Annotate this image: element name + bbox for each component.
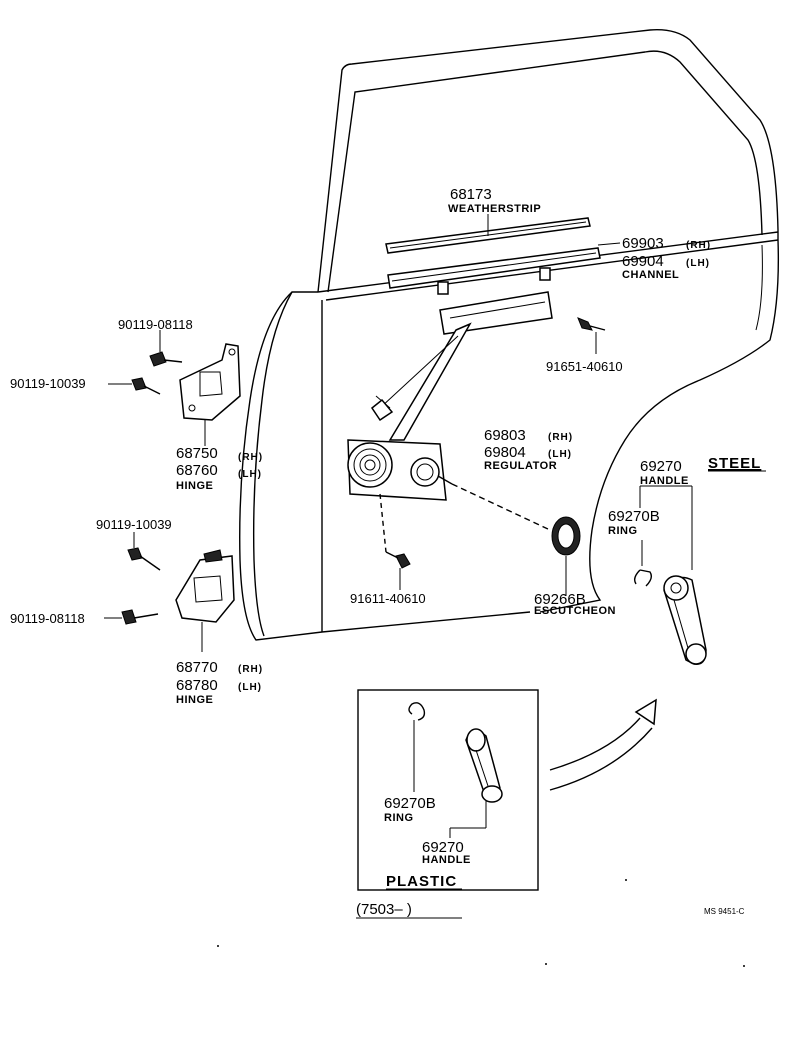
lower-hinge-number-lh: 68780 (176, 677, 218, 694)
bolt-lower (385, 551, 411, 590)
weatherstrip-number: 68173 (450, 186, 492, 203)
bolt-lower-number: 91611-40610 (350, 591, 426, 606)
upper-hinge-number-rh: 68750 (176, 445, 218, 462)
plastic-label: PLASTIC (386, 873, 457, 890)
steel-label: STEEL (708, 455, 761, 472)
weatherstrip-part (385, 214, 591, 254)
dashed-leaders (379, 483, 551, 553)
steel-ring-number: 69270B (608, 508, 660, 525)
lower-hinge-part (104, 532, 235, 652)
escutcheon-name: ESCUTCHEON (534, 605, 616, 617)
transition-arrow (549, 698, 657, 791)
channel-name: CHANNEL (622, 269, 679, 281)
upper-hinge-bolt-b-number: 90119-10039 (10, 376, 86, 391)
drawing-code: MS 9451-C (704, 907, 745, 916)
upper-hinge-part (108, 330, 241, 446)
plastic-handle-number: 69270 (422, 839, 464, 856)
lower-hinge-name: HINGE (176, 694, 213, 706)
steel-handle-name: HANDLE (640, 475, 689, 487)
escutcheon-number: 69266B (534, 591, 586, 608)
upper-hinge-side-lh: (LH) (238, 469, 262, 480)
lower-hinge-side-lh: (LH) (238, 682, 262, 693)
upper-hinge-bolt-a-number: 90119-08118 (118, 317, 193, 332)
door-outline (239, 29, 780, 641)
steel-handle-part (633, 485, 707, 665)
channel-part (387, 242, 621, 295)
lower-hinge-bolt-a-number: 90119-10039 (96, 517, 172, 532)
escutcheon-part (551, 516, 581, 596)
regulator-number-rh: 69803 (484, 427, 526, 444)
regulator-part (347, 291, 553, 501)
steel-ring-name: RING (608, 525, 638, 537)
regulator-side-rh: (RH) (548, 432, 573, 443)
upper-hinge-number-lh: 68760 (176, 462, 218, 479)
bolt-upper-right-number: 91651-40610 (546, 359, 623, 374)
steel-handle-number: 69270 (640, 458, 682, 475)
plastic-handle-name: HANDLE (422, 854, 471, 866)
lower-hinge-side-rh: (RH) (238, 664, 263, 675)
channel-side-lh: (LH) (686, 258, 710, 269)
upper-hinge-side-rh: (RH) (238, 452, 263, 463)
channel-number-lh: 69904 (622, 253, 664, 270)
channel-side-rh: (RH) (686, 240, 711, 251)
plastic-inset (357, 689, 539, 891)
regulator-name: REGULATOR (484, 460, 557, 472)
regulator-side-lh: (LH) (548, 449, 572, 460)
bolt-upper-right (577, 317, 606, 354)
regulator-number-lh: 69804 (484, 444, 526, 461)
plastic-ring-name: RING (384, 812, 414, 824)
plastic-ring-number: 69270B (384, 795, 436, 812)
date-range: (7503– ) (356, 901, 412, 918)
channel-number-rh: 69903 (622, 235, 664, 252)
weatherstrip-name: WEATHERSTRIP (448, 203, 541, 215)
upper-hinge-name: HINGE (176, 480, 213, 492)
lower-hinge-number-rh: 68770 (176, 659, 218, 676)
lower-hinge-bolt-b-number: 90119-08118 (10, 611, 85, 626)
